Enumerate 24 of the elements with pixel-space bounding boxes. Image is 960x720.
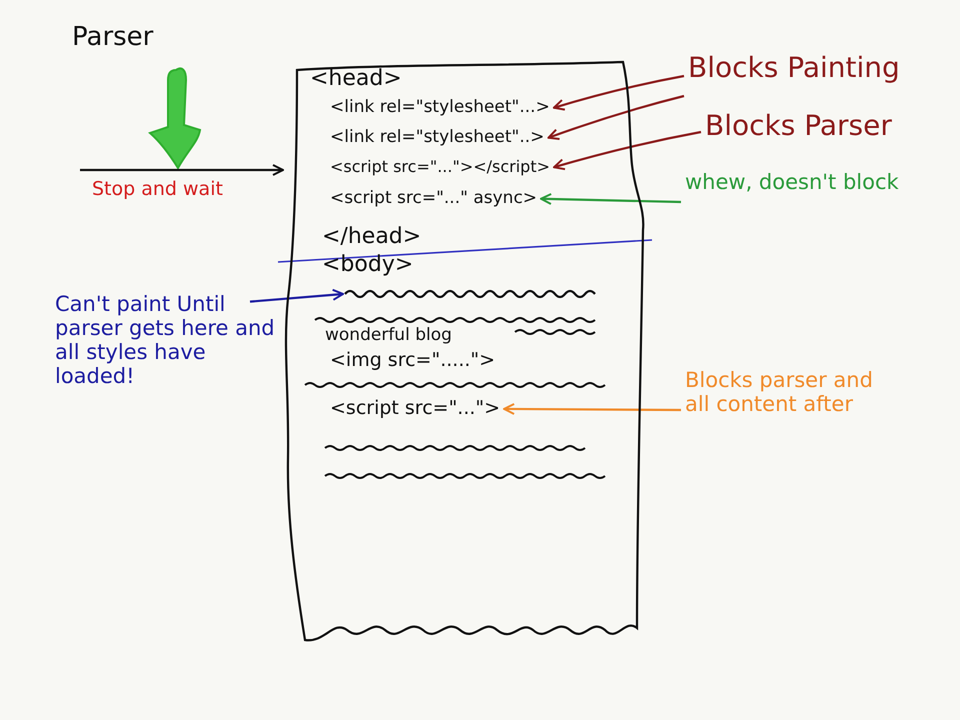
code-line: wonderful blog bbox=[325, 326, 452, 346]
code-line: <script src="..."> bbox=[330, 398, 500, 420]
edge-label: Stop and wait bbox=[92, 178, 223, 200]
code-line: <img src="....."> bbox=[330, 350, 496, 372]
arrow bbox=[553, 130, 702, 170]
code-line: <head> bbox=[310, 66, 402, 92]
annotation-text: whew, doesn't block bbox=[685, 170, 899, 194]
code-line: <body> bbox=[322, 252, 414, 278]
code-line: </head> bbox=[322, 224, 422, 250]
arrow bbox=[80, 164, 284, 176]
arrow bbox=[547, 94, 684, 140]
code-line: <link rel="stylesheet"..> bbox=[330, 128, 544, 148]
arrow bbox=[552, 74, 684, 111]
annotation-text: Blocks Parser bbox=[705, 110, 892, 142]
code-line: <script src="..."></script> bbox=[330, 158, 550, 176]
annotation-text: Blocks parser and all content after bbox=[685, 368, 885, 416]
annotation-text: Can't paint Until parser gets here and all styles have loaded! bbox=[55, 292, 280, 389]
parser-label: Parser bbox=[72, 22, 154, 52]
arrow bbox=[250, 288, 344, 303]
annotation-text: Blocks Painting bbox=[688, 52, 900, 84]
arrow bbox=[503, 402, 681, 415]
code-line: <script src="..." async> bbox=[330, 189, 538, 209]
arrow bbox=[540, 193, 682, 205]
code-line: <link rel="stylesheet"...> bbox=[330, 98, 550, 118]
